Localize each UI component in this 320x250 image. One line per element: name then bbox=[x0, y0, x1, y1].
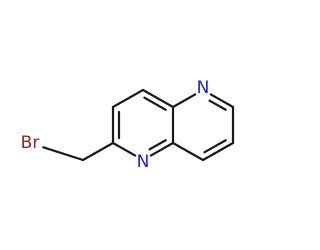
bond-c8-c8a bbox=[171, 141, 205, 162]
bond-c4-c4a-double bbox=[143, 96, 167, 111]
nitrogen-atom-label-top: N bbox=[197, 78, 210, 98]
bond-ch2-br bbox=[42, 146, 85, 162]
bond-c7-c8-double bbox=[203, 139, 227, 154]
bond-c4-c4a bbox=[141, 88, 175, 109]
structure-diagram: N N Br bbox=[21, 78, 235, 172]
bromine-atom-label: Br bbox=[21, 133, 40, 153]
bond-n1-c2 bbox=[111, 141, 137, 157]
molecule-canvas: N N Br bbox=[21, 78, 235, 172]
bond-n5-c6 bbox=[209, 93, 235, 109]
bond-c4a-n5 bbox=[171, 93, 197, 109]
nitrogen-atom-label-bottom: N bbox=[137, 152, 150, 172]
bond-n5-c6-double bbox=[208, 99, 227, 111]
bond-group bbox=[42, 88, 235, 162]
bond-c8a-n1 bbox=[149, 141, 175, 157]
bond-c8a-n1-double bbox=[148, 139, 167, 151]
bond-c3-c4 bbox=[111, 88, 145, 109]
bond-c2-ch2 bbox=[81, 141, 115, 162]
bond-c7-c8 bbox=[201, 141, 235, 162]
